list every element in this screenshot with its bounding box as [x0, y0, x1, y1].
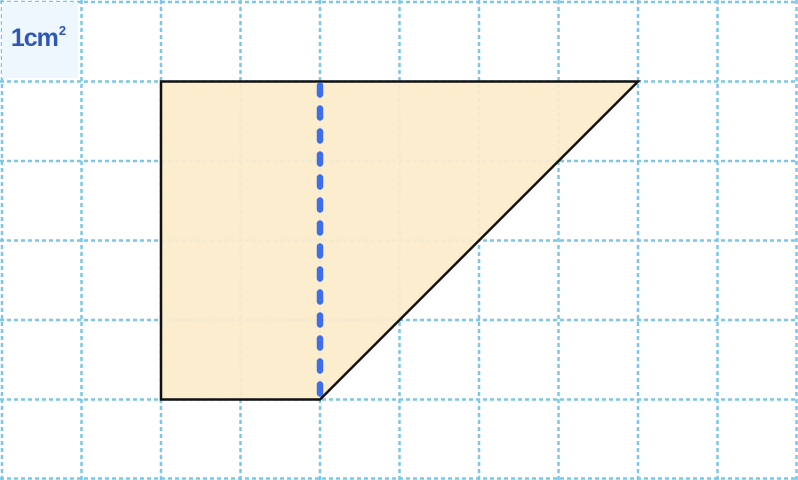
unit-square-label: 1cm2 [10, 23, 66, 53]
unit-number: 1 [10, 24, 25, 52]
unit-exponent: 2 [58, 23, 66, 38]
trapezoid-shape [159, 80, 642, 401]
unit-text: cm [23, 24, 59, 52]
unit-square-label-box: 1cm2 [2, 2, 78, 78]
